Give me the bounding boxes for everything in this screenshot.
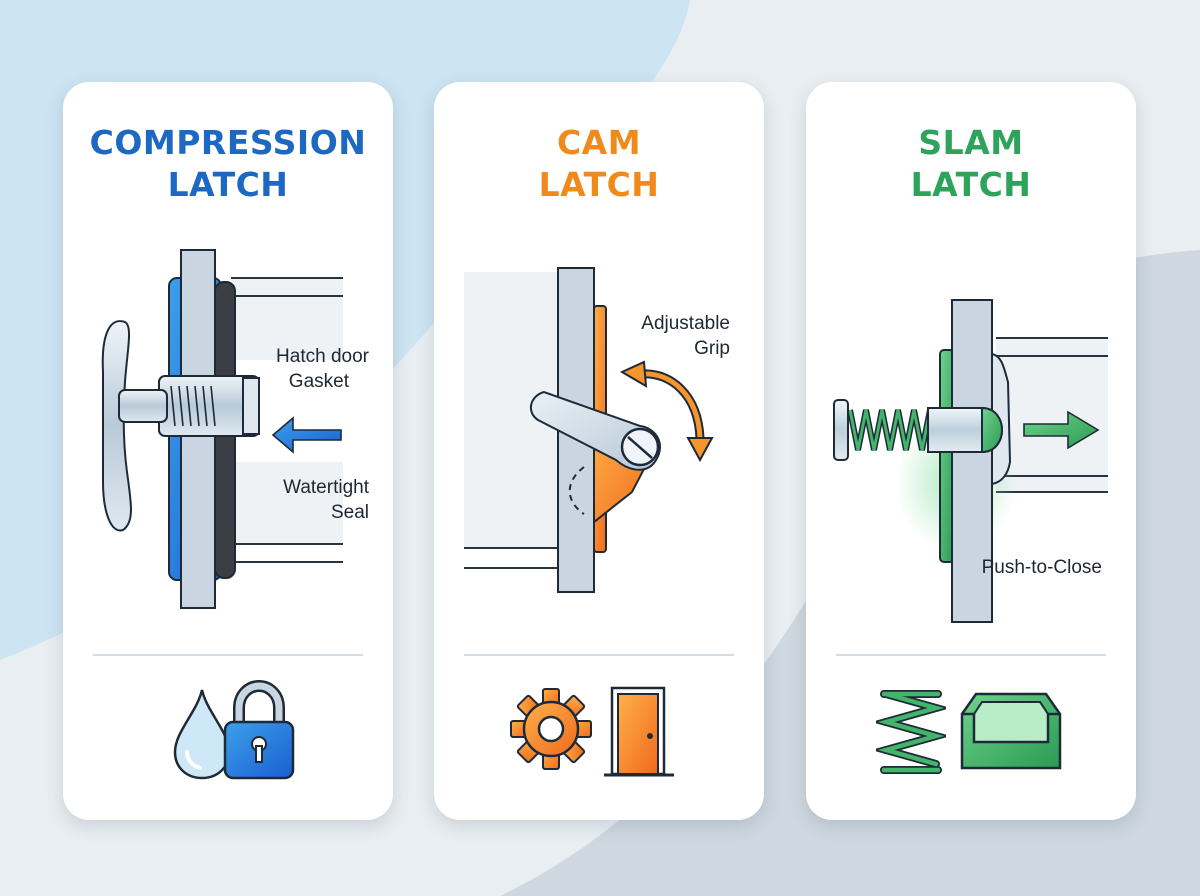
gear-icon — [510, 688, 592, 770]
adjustable-grip-label: Adjustable Grip — [584, 311, 730, 361]
compression-latch-illustration — [101, 249, 343, 609]
spring-icon — [876, 690, 946, 774]
grip-line-1: Adjustable — [641, 313, 730, 334]
title-line-2: LATCH — [538, 165, 660, 204]
compression-latch-card: COMPRESSION LATCH — [63, 82, 393, 820]
watertight-seal-label: Watertight Seal — [239, 475, 369, 525]
title-line-1: COMPRESSION — [89, 123, 367, 162]
gasket-label: Gasket — [288, 371, 349, 392]
card-title: COMPRESSION LATCH — [63, 122, 393, 206]
title-line-2: LATCH — [910, 165, 1032, 204]
water-drop-icon — [173, 689, 231, 780]
cam-latch-illustration — [464, 267, 714, 593]
divider — [93, 654, 363, 656]
tray-icon — [960, 692, 1062, 770]
card-title: SLAM LATCH — [806, 122, 1136, 206]
seal-line-2: Seal — [330, 502, 369, 523]
divider — [836, 654, 1106, 656]
slam-latch-illustration — [833, 299, 1108, 623]
card-title: CAM LATCH — [434, 122, 764, 206]
title-line-1: SLAM — [918, 123, 1024, 162]
door-icon — [604, 686, 674, 777]
cam-latch-card: CAM LATCH Adjustable Gr — [434, 82, 764, 820]
title-line-1: CAM — [556, 123, 642, 162]
divider — [464, 654, 734, 656]
title-line-2: LATCH — [167, 165, 289, 204]
hatch-door-label: Hatch door — [276, 346, 369, 367]
seal-line-1: Watertight — [283, 477, 369, 498]
slam-latch-card: SLAM LATCH — [806, 82, 1136, 820]
grip-line-2: Grip — [694, 338, 730, 359]
push-to-close-label: Push-to-Close — [981, 557, 1102, 578]
padlock-icon — [223, 680, 295, 780]
